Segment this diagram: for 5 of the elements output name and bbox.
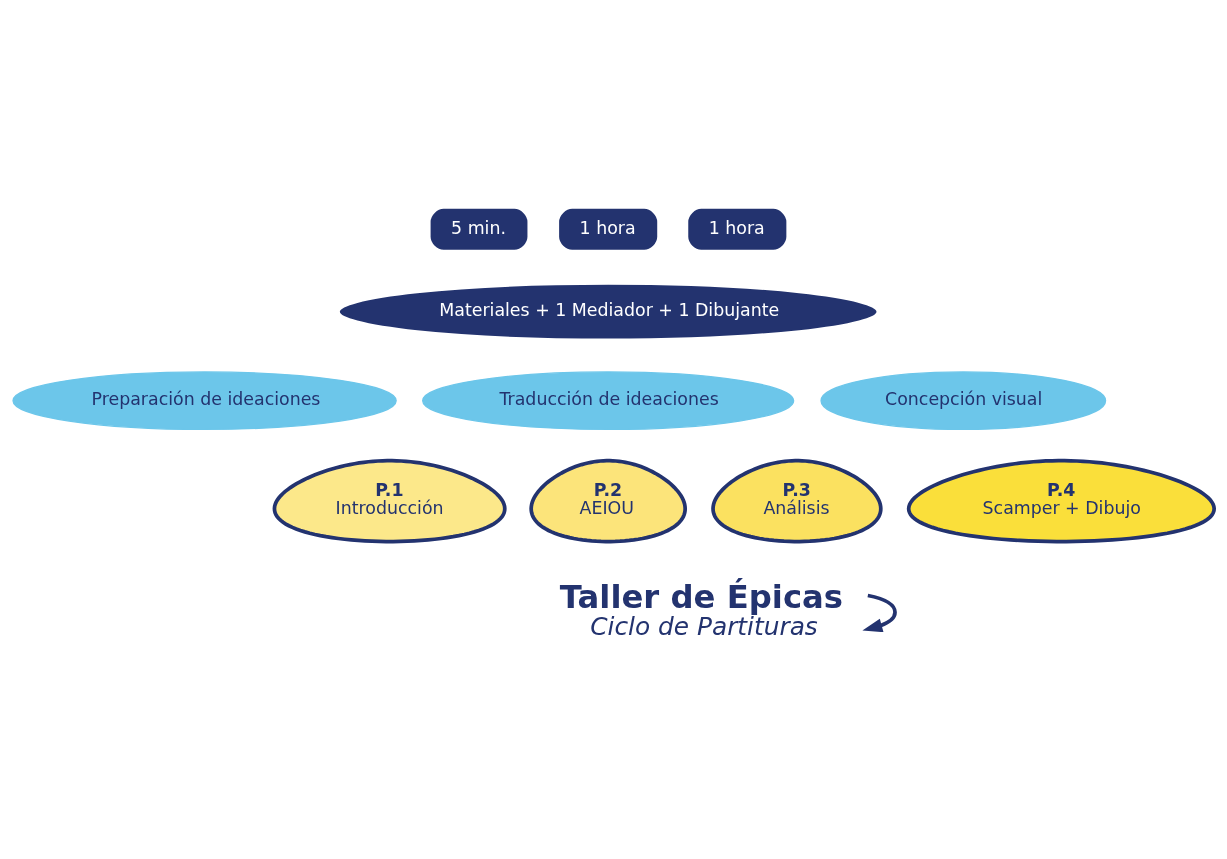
node-ellipse: Traducción de ideaciones <box>422 371 795 431</box>
node-text: Taller de Épicas Ciclo de Partituras <box>559 578 844 641</box>
node-ellipse: Concepción visual <box>820 371 1107 431</box>
node-ellipse: Preparación de ideaciones <box>12 371 397 431</box>
arrow <box>862 593 897 633</box>
